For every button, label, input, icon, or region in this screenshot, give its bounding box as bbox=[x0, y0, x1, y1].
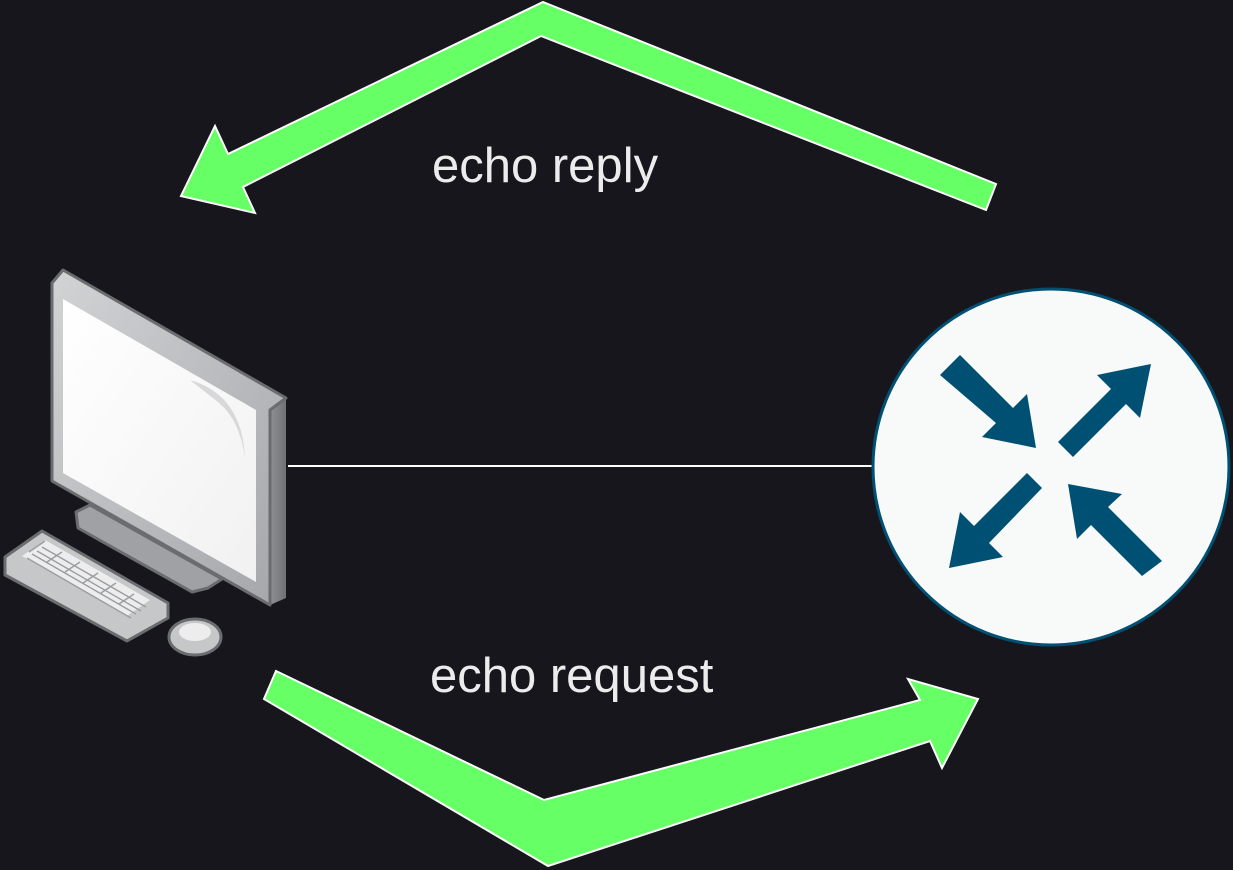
router-icon bbox=[871, 287, 1231, 647]
router-arrow-out-bottom-left bbox=[949, 473, 1042, 568]
echo-request-arrow bbox=[262, 669, 980, 868]
router-arrow-in-top-left bbox=[940, 355, 1036, 448]
echo-reply-label: echo reply bbox=[432, 139, 659, 193]
echo-request-label: echo request bbox=[430, 649, 714, 703]
router-arrow-in-bottom-right bbox=[1068, 484, 1162, 576]
desktop-computer-icon bbox=[3, 268, 288, 657]
router-arrow-out-top-right bbox=[1058, 364, 1151, 457]
echo-reply-arrow bbox=[179, 0, 998, 215]
